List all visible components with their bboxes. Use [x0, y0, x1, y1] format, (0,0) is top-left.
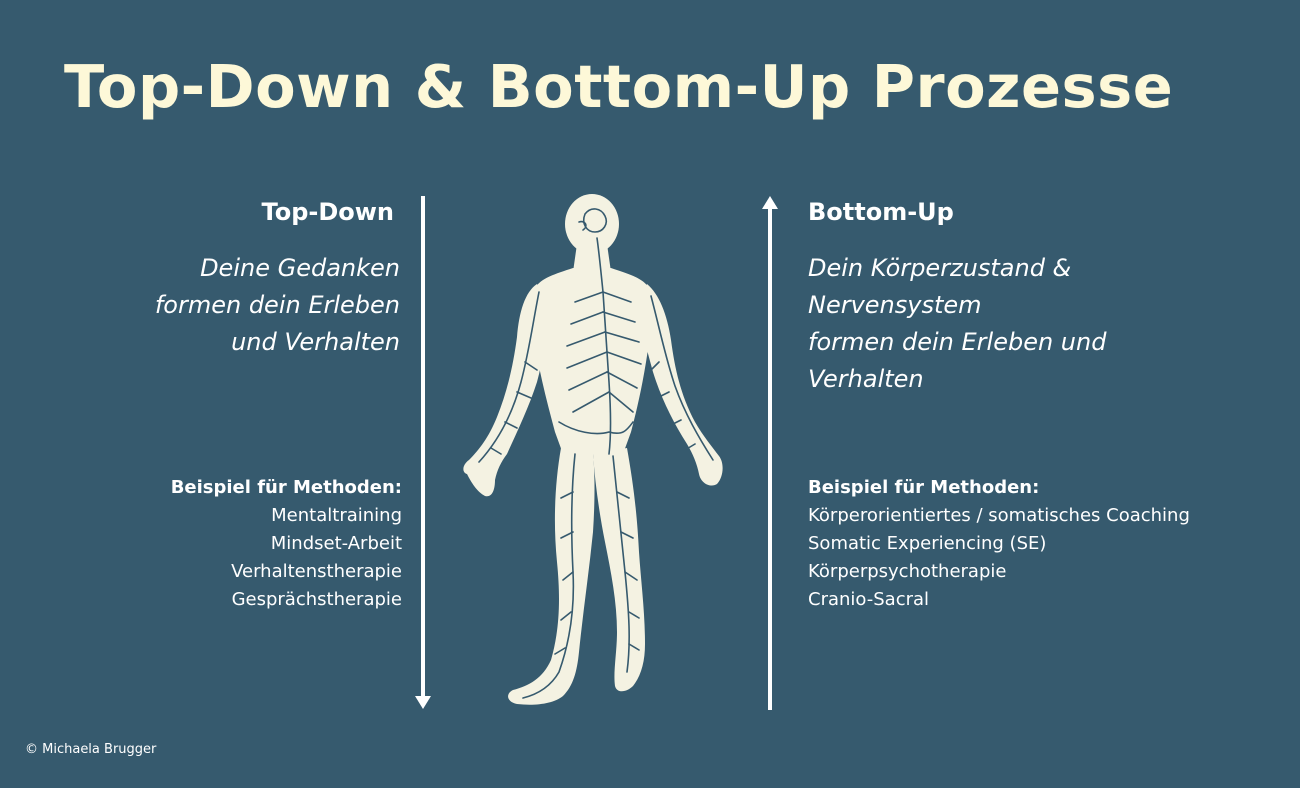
method-item: Somatic Experiencing (SE): [808, 533, 1047, 554]
method-item: Körperpsychotherapie: [808, 561, 1007, 582]
description-line: formen dein Erleben und: [808, 328, 1107, 356]
top-down-heading: Top-Down: [261, 198, 394, 226]
arrow-down-icon: [415, 196, 431, 709]
top-down-methods: Beispiel für Methoden: Mentaltraining Mi…: [82, 474, 402, 614]
description-line: Verhalten: [808, 365, 924, 393]
methods-heading: Beispiel für Methoden:: [808, 477, 1040, 498]
nervous-system-figure-icon: [463, 194, 723, 705]
method-item: Mindset-Arbeit: [270, 533, 402, 554]
description-line: Nervensystem: [808, 291, 982, 319]
method-item: Gesprächstherapie: [231, 589, 402, 610]
method-item: Cranio-Sacral: [808, 589, 930, 610]
method-item: Körperorientiertes / somatisches Coachin…: [808, 505, 1190, 526]
description-line: formen dein Erleben: [154, 291, 400, 319]
copyright-notice: © Michaela Brugger: [25, 742, 157, 757]
arrow-up-icon: [762, 196, 778, 710]
method-item: Mentaltraining: [271, 505, 402, 526]
page-title: Top-Down & Bottom-Up Prozesse: [64, 52, 1174, 121]
methods-heading: Beispiel für Methoden:: [170, 477, 402, 498]
description-line: Deine Gedanken: [200, 254, 400, 282]
method-item: Verhaltenstherapie: [231, 561, 402, 582]
top-down-description: Deine Gedanken formen dein Erleben und V…: [80, 250, 400, 361]
description-line: Dein Körperzustand &: [808, 254, 1072, 282]
bottom-up-heading: Bottom-Up: [808, 198, 954, 226]
bottom-up-methods: Beispiel für Methoden: Körperorientierte…: [808, 474, 1268, 614]
bottom-up-description: Dein Körperzustand & Nervensystem formen…: [808, 250, 1188, 398]
description-line: und Verhalten: [231, 328, 400, 356]
